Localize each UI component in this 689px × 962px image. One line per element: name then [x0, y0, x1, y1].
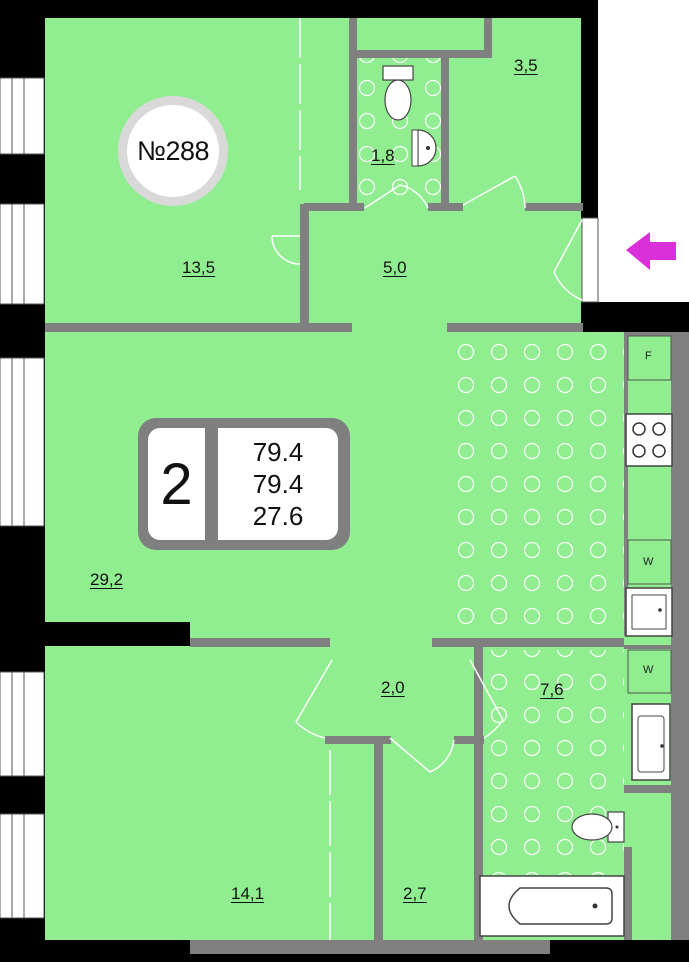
fridge-box	[627, 335, 672, 381]
room-area-label: 13,5	[182, 258, 216, 277]
kitchen-sink-icon	[625, 587, 673, 637]
total-area-2: 79.4	[252, 469, 304, 499]
room-area-label: 3,5	[514, 56, 538, 75]
apartment-info-box: 2 79.4 79.4 27.6	[138, 418, 350, 550]
wall-right-notch	[581, 302, 689, 332]
washer-bath-box	[627, 649, 672, 694]
sink-wc-icon	[411, 129, 437, 167]
partitions	[45, 18, 689, 954]
doors	[271, 18, 583, 940]
room-area-label: 29,2	[90, 570, 124, 589]
room-area-label: 7,6	[540, 680, 564, 699]
stove-icon	[625, 413, 673, 467]
area-values: 79.4 79.4 27.6	[218, 428, 338, 540]
toilet-bath-icon	[571, 811, 625, 843]
entrance-arrow-icon	[626, 232, 676, 270]
fridge-label: F	[645, 350, 652, 362]
room-count: 2	[148, 428, 205, 540]
room-area-label: 1,8	[371, 146, 395, 165]
apartment-number: №288	[127, 105, 219, 197]
wall-mid-stub	[45, 622, 190, 646]
wall-right-top	[581, 0, 598, 218]
living-area: 27.6	[252, 501, 304, 531]
washer-kitchen-label: W	[643, 556, 654, 568]
room-area-label: 2,0	[381, 678, 405, 697]
kitchen-tiles	[448, 332, 624, 635]
kitchen-units	[625, 335, 673, 781]
wall-top	[0, 0, 598, 18]
apartment-number-badge: №288	[118, 96, 228, 206]
room-area-label: 14,1	[231, 884, 265, 903]
total-area: 79.4	[252, 437, 304, 467]
room-area-label: 5,0	[383, 258, 407, 277]
room-area-label: 2,7	[403, 884, 427, 903]
bathtub-icon	[479, 875, 625, 937]
toilet-wc-icon	[382, 65, 414, 121]
windows	[0, 77, 599, 919]
washer-bath-label: W	[643, 664, 654, 676]
washer-kitchen-box	[627, 539, 672, 585]
